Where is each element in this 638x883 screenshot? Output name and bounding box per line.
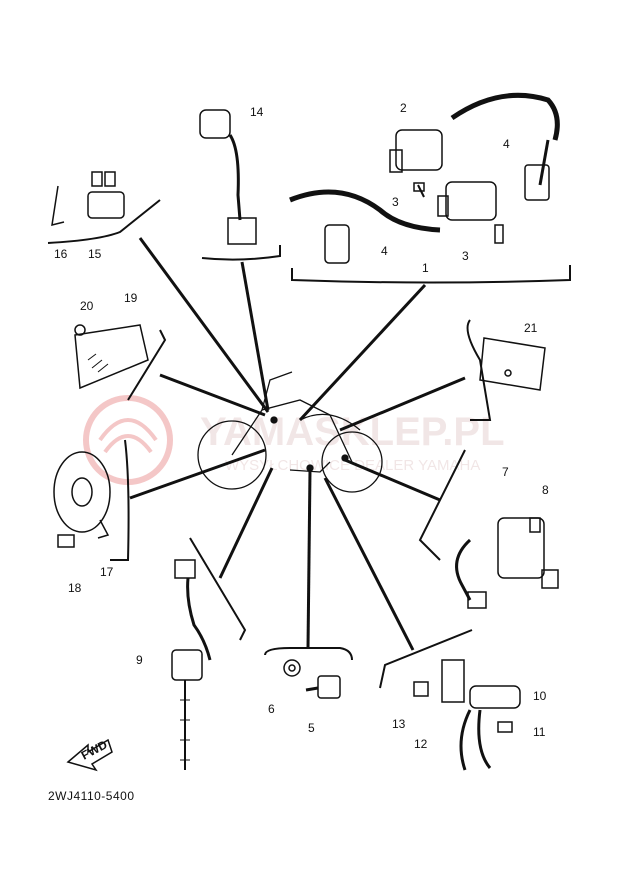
- horn-17-18: [53, 451, 111, 548]
- part-label-7: 7: [502, 465, 509, 479]
- watermark: YAMASKLEP.PL WYSYŁCHOWICE DEALER YAMAHA: [83, 395, 505, 485]
- part-label-6: 6: [268, 702, 275, 716]
- sensor-14: [199, 109, 257, 245]
- switch-9: [171, 559, 212, 770]
- switch-10-13: [413, 659, 521, 771]
- part-label-12: 12: [414, 737, 428, 751]
- part-label-1: 1: [422, 261, 429, 275]
- part-label-17: 17: [100, 565, 114, 579]
- part-label-4a: 4: [381, 244, 388, 258]
- part-label-3b: 3: [462, 249, 469, 263]
- part-label-2: 2: [400, 101, 407, 115]
- part-label-20: 20: [80, 299, 94, 313]
- part-label-19: 19: [124, 291, 138, 305]
- starter-relay-7-8: [455, 517, 559, 609]
- diagram-code: 2WJ4110-5400: [48, 789, 135, 803]
- part-label-4b: 4: [503, 137, 510, 151]
- motorcycle-outline: [197, 371, 383, 493]
- reflector-19-20: [74, 324, 149, 390]
- watermark-subtitle: WYSYŁCHOWICE DEALER YAMAHA: [225, 457, 480, 474]
- relay-15-16: [51, 171, 125, 227]
- part-label-21: 21: [524, 321, 538, 335]
- brackets: [47, 199, 571, 689]
- part-label-5: 5: [308, 721, 315, 735]
- part-label-3a: 3: [392, 195, 399, 209]
- part-label-15: 15: [88, 247, 102, 261]
- part-label-18: 18: [68, 581, 82, 595]
- part-label-16: 16: [54, 247, 68, 261]
- reflector-21: [479, 337, 546, 391]
- fwd-arrow: FWD: [66, 737, 113, 772]
- part-label-14: 14: [250, 105, 264, 119]
- part-label-9: 9: [136, 653, 143, 667]
- switch-5-6: [283, 659, 341, 699]
- part-label-11: 11: [533, 725, 546, 739]
- part-label-13: 13: [392, 717, 406, 731]
- part-labels: 1 2 3 3 4 4 5 6 7 8 9 10 11 12 13 14 15 …: [54, 101, 549, 751]
- leader-lines: [129, 237, 466, 651]
- part-label-10: 10: [533, 689, 547, 703]
- part-label-8: 8: [542, 483, 549, 497]
- ignition-coil-assembly: [289, 92, 560, 264]
